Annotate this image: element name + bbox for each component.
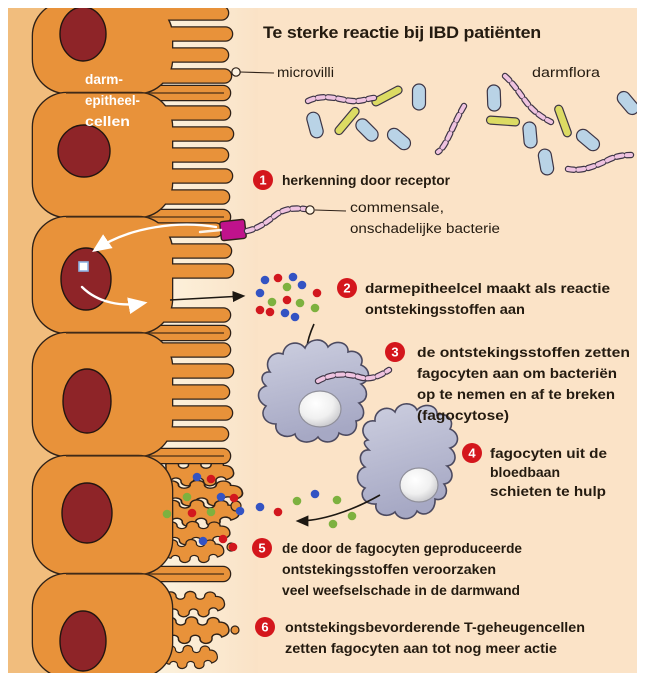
rod-bacterium-blue [411, 83, 427, 111]
svg-text:op te nemen en af te breken: op te nemen en af te breken [417, 386, 615, 402]
svg-text:5: 5 [258, 541, 265, 556]
microvillus-highlight [198, 228, 223, 234]
cell-nucleus [61, 482, 113, 544]
step-2-badge [337, 278, 357, 298]
step-2: 2 darmepitheelcel maakt als reactie onts… [337, 278, 610, 317]
cell-nuclei [57, 8, 113, 672]
step-6: 6 ontstekingsbevorderende T-geheugencell… [255, 617, 585, 656]
diagram-title: Te sterke reactie bij IBD patiënten [263, 23, 541, 42]
junction-membrane-lines [66, 92, 224, 575]
phagocyte-nucleus [298, 390, 342, 428]
receptor [219, 218, 247, 242]
svg-text:2: 2 [343, 281, 350, 296]
cell-nucleus [59, 8, 107, 62]
phagocyte-1 [257, 339, 370, 443]
rod-bacterium-blue [355, 118, 379, 142]
rod-bacterium-yellow [334, 106, 360, 136]
receptor-to-nucleus-arrow [92, 223, 218, 253]
chain-bacterium [564, 151, 635, 173]
step-6-badge [255, 617, 275, 637]
step-3: 3 de ontstekingsstoffen zetten fagocyten… [385, 342, 630, 423]
label-microvilli: microvilli [277, 65, 334, 80]
microvilli-pointer [231, 67, 275, 77]
phagocyte-nucleus [399, 467, 439, 503]
svg-text:cellen: cellen [85, 113, 130, 129]
phagocyte-attack-arrow [295, 494, 381, 527]
cell-nucleus [59, 610, 107, 672]
phagocyte-2 [356, 403, 459, 520]
chain-bacterium [501, 72, 555, 126]
rod-bacterium-blue [306, 111, 324, 139]
label-commensal-line2: onschadelijke bacterie [350, 221, 500, 236]
rod-bacterium-blue [486, 84, 502, 112]
step-1-text: herkenning door receptor [282, 172, 451, 188]
rod-bacterium-yellow [554, 104, 572, 138]
svg-text:fagocyten aan om bacteriën: fagocyten aan om bacteriën [417, 365, 617, 381]
commensal-bacterium-chain [243, 205, 309, 235]
cell-nucleus [60, 247, 112, 311]
svg-text:ontstekingsstoffen aan: ontstekingsstoffen aan [365, 301, 525, 317]
cell-nucleus [62, 368, 112, 434]
rod-bacterium-yellow [371, 85, 403, 107]
step-5-badge [252, 538, 272, 558]
rod-bacterium-blue [616, 90, 637, 116]
secretion-arrow [169, 290, 246, 303]
svg-text:1: 1 [259, 173, 266, 188]
step-4: 4 fagocyten uit de bloedbaan schieten te… [462, 443, 607, 499]
epithelial-cells [31, 8, 235, 673]
gut-flora [304, 72, 637, 176]
commensal-pointer [305, 205, 347, 215]
svg-text:4: 4 [468, 446, 476, 461]
svg-text:zetten fagocyten aan tot nog m: zetten fagocyten aan tot nog meer actie [285, 640, 557, 656]
svg-text:epitheel-: epitheel- [85, 92, 140, 108]
svg-text:schieten te hulp: schieten te hulp [490, 483, 606, 499]
rod-bacterium-blue [537, 148, 555, 176]
svg-text:de door de fagocyten geproduce: de door de fagocyten geproduceerde [282, 540, 522, 556]
svg-text:(fagocytose): (fagocytose) [417, 407, 509, 423]
step-1: 1 herkenning door receptor [253, 170, 451, 190]
svg-text:3: 3 [391, 345, 398, 360]
cell-nucleus [57, 124, 111, 178]
engulfed-bacteria-chain [314, 366, 393, 385]
svg-text:6: 6 [261, 620, 268, 635]
rod-bacterium-blue [386, 127, 412, 151]
rod-bacterium-blue [522, 121, 538, 149]
label-epithelium: darm- epitheel- cellen [85, 71, 140, 129]
pointer-ring [231, 67, 241, 77]
svg-text:ontstekingsbevorderende T-gehe: ontstekingsbevorderende T-geheugencellen [285, 619, 585, 635]
nucleus-response-arrow [80, 285, 148, 315]
label-commensal-line1: commensale, [350, 200, 444, 215]
step-4-badge [462, 443, 482, 463]
step-5: 5 de door de fagocyten geproduceerde ont… [252, 538, 522, 598]
inflammation-dots-trail [162, 472, 357, 552]
svg-text:fagocyten uit de: fagocyten uit de [490, 445, 607, 461]
step-3-badge [385, 342, 405, 362]
inflammation-dots-cluster [255, 272, 322, 322]
svg-text:de ontstekingsstoffen zetten: de ontstekingsstoffen zetten [417, 344, 630, 360]
svg-text:darm-: darm- [85, 71, 123, 87]
svg-text:veel weefselschade in de darmw: veel weefselschade in de darmwand [282, 582, 520, 598]
rod-bacterium-yellow [485, 115, 521, 127]
svg-text:bloedbaan: bloedbaan [490, 464, 560, 480]
pointer-ring [305, 205, 315, 215]
rod-bacterium-blue [575, 128, 601, 152]
step-1-badge [253, 170, 273, 190]
svg-text:darmepitheelcel maakt als reac: darmepitheelcel maakt als reactie [365, 280, 610, 296]
gene-activation-square [78, 261, 89, 272]
svg-text:ontstekingsstoffen veroorzaken: ontstekingsstoffen veroorzaken [282, 561, 496, 577]
tissue-debris [230, 625, 240, 635]
chain-bacterium [434, 102, 468, 156]
chain-bacterium [304, 94, 381, 105]
label-darmflora: darmflora [532, 65, 601, 80]
